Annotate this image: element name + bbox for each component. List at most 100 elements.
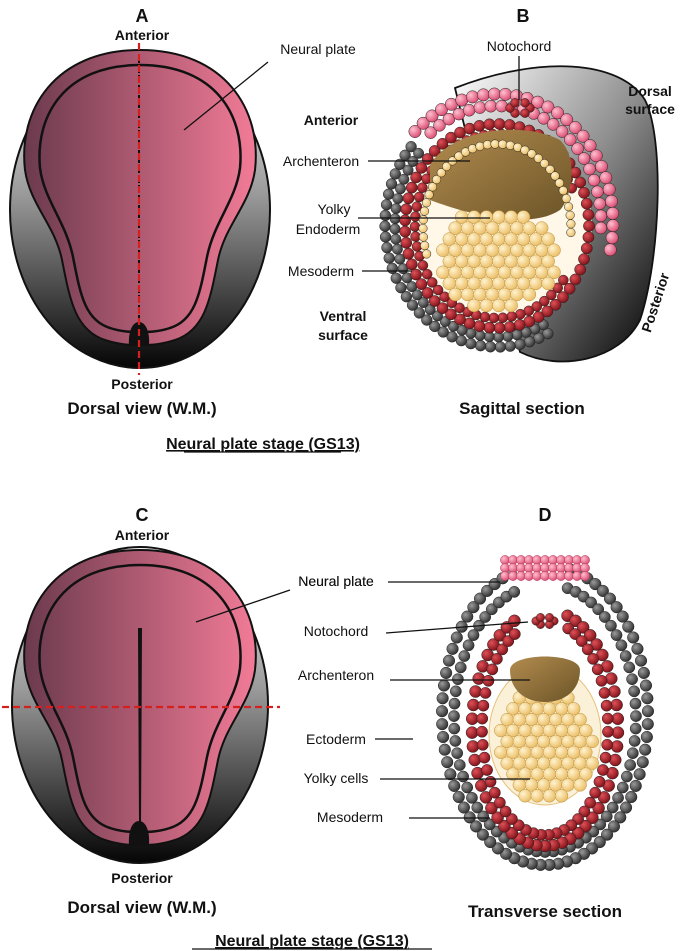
endoderm-cell <box>566 219 576 229</box>
ectoderm-cell <box>477 810 490 823</box>
endoderm-cell <box>436 168 446 178</box>
endoderm-cell <box>482 140 492 150</box>
ectoderm-cell <box>612 792 624 804</box>
yolky-cell <box>579 745 593 759</box>
mesoderm-cell <box>506 311 517 322</box>
panel-b-anterior-label: Anterior <box>304 112 359 128</box>
ectoderm-cell <box>633 768 646 781</box>
endoderm-cell <box>427 182 438 192</box>
mesoderm-cell <box>506 813 518 825</box>
mesoderm-cell <box>508 628 521 640</box>
ectoderm-cell <box>379 220 391 232</box>
mesoderm-cell <box>481 764 493 776</box>
ectoderm-cell <box>449 735 462 747</box>
yolky-endoderm-cell <box>516 210 531 224</box>
mesoderm-cell <box>428 295 441 307</box>
mesoderm-cell <box>465 726 479 739</box>
endoderm-cell <box>432 174 442 185</box>
panel-d-yolky-label: Yolky cells <box>304 770 369 786</box>
yolky-cell <box>530 789 544 803</box>
mesoderm-cell <box>574 263 587 276</box>
panel-b-ventral-label-2: surface <box>318 327 368 343</box>
panel-c-blastopore <box>128 821 150 845</box>
yolky-endoderm-cell <box>534 221 549 235</box>
panel-b-letter: B <box>517 6 530 26</box>
mesoderm-cell <box>497 312 509 324</box>
ectoderm-cell <box>442 654 456 667</box>
ectoderm-cell <box>413 307 426 319</box>
panel-a-neural-plate-label: Neural plate <box>280 41 356 57</box>
ectoderm-cell <box>389 168 401 180</box>
ectoderm-cell <box>453 759 466 771</box>
mesoderm-cell <box>583 220 595 232</box>
panel-b-yolky-label-1: Yolky <box>318 201 351 217</box>
mesoderm-cell <box>498 819 511 833</box>
panel-d: D Notochord Archenteron Ectoderm Yolky c… <box>298 505 655 921</box>
neural-plate-cell <box>591 185 604 199</box>
yolky-cell <box>554 789 569 803</box>
panel-d-neural-plate-label: Neural plate <box>298 573 374 589</box>
panel-d-notochord-label: Notochord <box>304 623 369 639</box>
mesoderm-cell <box>466 740 480 753</box>
ectoderm-cell <box>390 233 402 245</box>
neural-plate-cell <box>537 112 550 125</box>
mesoderm-cell <box>546 289 557 301</box>
neural-plate-cell <box>603 243 617 257</box>
yolky-endoderm-cell <box>436 265 450 280</box>
mesoderm-cell <box>595 674 608 687</box>
ectoderm-cell <box>614 811 627 824</box>
mesoderm-cell <box>483 321 496 334</box>
mesoderm-cell <box>601 738 614 751</box>
panel-b-dorsal-label-2: surface <box>625 101 675 117</box>
ectoderm-cell <box>452 673 464 686</box>
mesoderm-cell <box>513 319 526 331</box>
endoderm-cell <box>442 161 452 172</box>
mesoderm-cell <box>582 208 595 221</box>
ectoderm-cell <box>467 629 480 641</box>
neural-plate-cell <box>416 116 430 130</box>
ectoderm-cell <box>441 756 454 769</box>
yolky-endoderm-cell <box>541 254 555 268</box>
panel-d-ectoderm-label: Ectoderm <box>306 731 366 747</box>
panel-c-posterior-label: Posterior <box>111 870 173 886</box>
ectoderm-cell <box>641 692 654 705</box>
ectoderm-cell <box>417 297 429 309</box>
neural-plate-cell <box>499 87 512 101</box>
mesoderm-cell <box>402 192 415 205</box>
neural-plate-cell <box>589 149 603 163</box>
ectoderm-cell <box>484 341 497 353</box>
neural-plate-cell <box>606 219 620 233</box>
ectoderm-cell <box>390 203 402 215</box>
ectoderm-cell <box>448 779 461 792</box>
endoderm-cell <box>550 171 560 181</box>
endoderm-cell <box>564 202 574 212</box>
mesoderm-cell <box>493 629 507 642</box>
ectoderm-cell <box>421 314 433 326</box>
panel-b-yolky-label-2: Endoderm <box>296 221 361 237</box>
ectoderm-cell <box>502 330 514 342</box>
ectoderm-cell <box>585 596 597 609</box>
endoderm-cell <box>418 232 428 242</box>
mesoderm-cell <box>473 320 486 332</box>
ectoderm-cell <box>450 631 463 644</box>
ectoderm-cell <box>379 209 391 222</box>
ectoderm-cell <box>471 801 484 814</box>
neural-plate-cell <box>560 113 574 127</box>
mesoderm-cell <box>415 278 428 290</box>
ectoderm-cell <box>622 620 635 633</box>
ectoderm-cell <box>641 718 654 731</box>
mesoderm-cell <box>583 629 597 642</box>
ectoderm-cell <box>628 735 641 747</box>
mesoderm-cell <box>426 277 438 288</box>
mesoderm-cell <box>485 801 498 815</box>
mesoderm-cell <box>421 153 434 165</box>
ectoderm-cell <box>481 584 494 597</box>
ectoderm-cell <box>398 173 410 185</box>
yolky-cell <box>579 767 593 781</box>
mesoderm-cell <box>600 699 613 712</box>
neural-plate-cell <box>546 118 560 131</box>
mesoderm-cell <box>574 176 587 189</box>
ectoderm-cell <box>385 178 398 190</box>
ectoderm-cell <box>636 756 649 769</box>
